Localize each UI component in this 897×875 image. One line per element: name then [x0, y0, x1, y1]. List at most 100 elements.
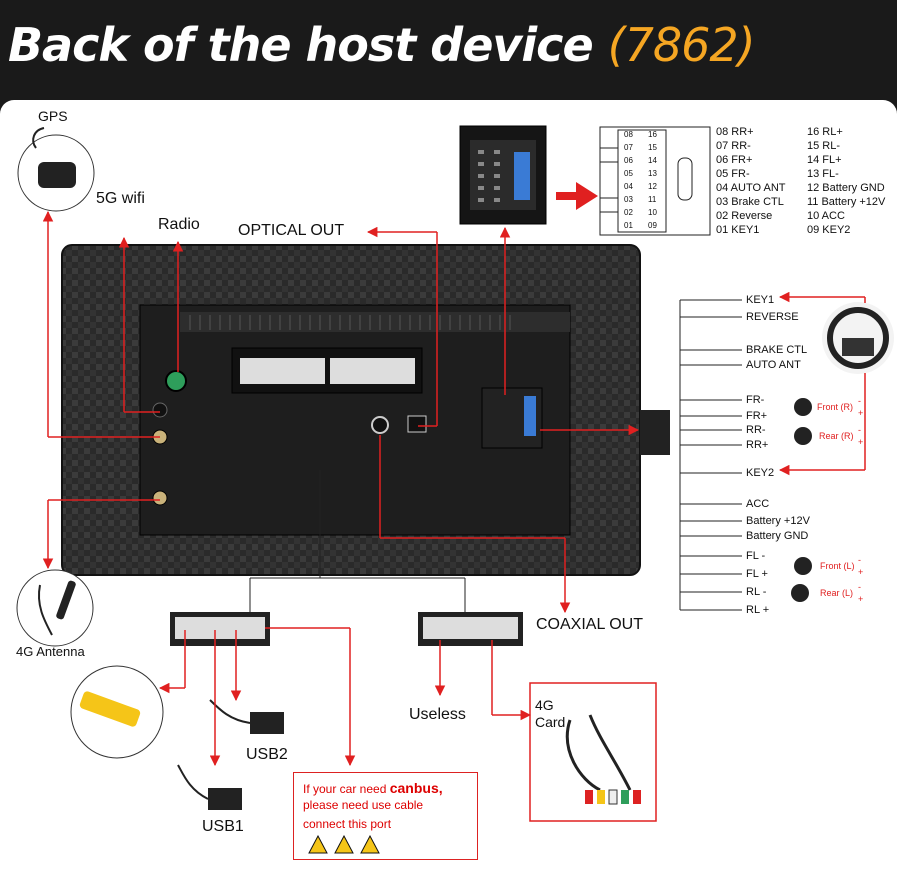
- chip-pin: 13: [648, 169, 657, 178]
- pinout-right: 09 KEY2: [807, 224, 851, 236]
- chip-pin: 14: [648, 156, 657, 165]
- chip-pin: 16: [648, 130, 657, 139]
- harness-label: FL -: [746, 550, 766, 562]
- pinout-left: 08 RR+: [716, 126, 754, 138]
- usb2-label: USB2: [246, 746, 288, 763]
- harness-label: ACC: [746, 498, 770, 510]
- pinout-right: 15 RL-: [807, 140, 841, 152]
- speaker-plus: +: [858, 594, 864, 604]
- speaker-plus: +: [858, 567, 864, 577]
- harness-label: RL +: [746, 604, 770, 616]
- title-model: (7862): [607, 18, 756, 72]
- pinout-left: 02 Reverse: [716, 210, 773, 222]
- pinout-left: 07 RR-: [716, 140, 751, 152]
- title-main: Back of the host device: [8, 18, 594, 72]
- pinout-left: 06 FR+: [716, 154, 753, 166]
- chip-pin: 11: [648, 195, 657, 204]
- chip-pin: 06: [624, 156, 633, 165]
- iso-connector-zoom: [459, 125, 547, 225]
- pinout-left: 05 FR-: [716, 168, 750, 180]
- gps-antenna-icon: [17, 127, 95, 212]
- 4g-card-label-line1: 4G: [535, 697, 554, 713]
- pinout-right: 13 FL-: [807, 168, 839, 180]
- wiring-diagram: [16, 125, 894, 848]
- pinout-right: 12 Battery GND: [807, 182, 885, 194]
- speaker-minus: -: [858, 582, 861, 592]
- pinout-right: 14 FL+: [807, 154, 842, 166]
- gps-label: GPS: [38, 108, 68, 124]
- speaker-minus: -: [858, 396, 861, 406]
- chip-pin: 08: [624, 130, 633, 139]
- chip-pin: 12: [648, 182, 657, 191]
- speaker-minus: -: [858, 555, 861, 565]
- pinout-right: 10 ACC: [807, 210, 845, 222]
- chip-pin: 04: [624, 182, 633, 191]
- harness-label: FR-: [746, 394, 765, 406]
- connection-lines: [42, 210, 866, 767]
- harness-label: Battery +12V: [746, 515, 810, 527]
- canbus-bold-text: canbus,: [389, 780, 443, 796]
- pinout-right: 16 RL+: [807, 126, 843, 138]
- warning-icon: [334, 835, 354, 854]
- useless-label: Useless: [409, 706, 466, 723]
- rca-camera-cable-icon: [70, 665, 164, 759]
- canbus-callout: If your car need canbus, please need use…: [293, 772, 478, 860]
- harness-label: Battery GND: [746, 530, 809, 542]
- speaker-plus: +: [858, 437, 864, 447]
- warning-icon: [308, 835, 328, 854]
- chip-pin: 05: [624, 169, 633, 178]
- usb2-cable-icon: [209, 699, 284, 734]
- pinout-left: 04 AUTO ANT: [716, 182, 786, 194]
- harness-label: RR+: [746, 439, 769, 451]
- chip-pin: 07: [624, 143, 633, 152]
- chip-pin: 03: [624, 195, 633, 204]
- radio-label: Radio: [158, 216, 200, 233]
- pinout-left: 01 KEY1: [716, 224, 760, 236]
- steering-wheel-icon: [822, 302, 894, 374]
- pin-chip: [599, 126, 711, 236]
- harness-label: RL -: [746, 586, 767, 598]
- chip-pin: 09: [648, 221, 657, 230]
- usb-connector-block: [170, 612, 270, 646]
- usb1-label: USB1: [202, 818, 244, 835]
- host-unit: [61, 244, 641, 576]
- canbus-line2: please need use cable: [303, 798, 424, 812]
- coaxial-out-label: COAXIAL OUT: [536, 616, 643, 633]
- 4g-card-harness-icon: [529, 682, 657, 822]
- speaker-rear-right-icon: [794, 427, 812, 445]
- speaker-rear-right-label: Rear (R): [819, 431, 854, 441]
- canbus-line1-text: If your car need: [303, 782, 390, 796]
- harness-label: REVERSE: [746, 311, 799, 323]
- harness-plug: [640, 410, 670, 455]
- optical-out-label: OPTICAL OUT: [238, 222, 345, 239]
- speaker-front-left-label: Front (L): [820, 561, 855, 571]
- harness-label: BRAKE CTL: [746, 344, 808, 356]
- harness-label: FL +: [746, 568, 768, 580]
- harness-wires: [679, 299, 742, 611]
- harness-label: RR-: [746, 424, 766, 436]
- canbus-line3: connect this port: [303, 817, 392, 831]
- zoom-arrow-icon: [556, 182, 598, 210]
- harness-label: FR+: [746, 410, 768, 422]
- speaker-rear-left-label: Rear (L): [820, 588, 854, 598]
- pinout-right: 11 Battery +12V: [807, 196, 886, 208]
- harness-label: KEY2: [746, 467, 775, 479]
- warning-icons: [308, 835, 380, 854]
- pinout-left: 03 Brake CTL: [716, 196, 784, 208]
- speaker-front-left-icon: [794, 557, 812, 575]
- usb1-cable-icon: [177, 764, 242, 810]
- chip-pin: 10: [648, 208, 657, 217]
- speaker-front-right-label: Front (R): [817, 402, 853, 412]
- harness-label: AUTO ANT: [746, 359, 801, 371]
- speaker-front-right-icon: [794, 398, 812, 416]
- wifi-label: 5G wifi: [96, 190, 145, 207]
- speaker-minus: -: [858, 425, 861, 435]
- speaker-rear-left-icon: [791, 584, 809, 602]
- chip-pin: 15: [648, 143, 657, 152]
- 4g-antenna-label: 4G Antenna: [16, 644, 85, 659]
- useless-connector-block: [418, 612, 523, 646]
- chip-pin: 01: [624, 221, 633, 230]
- 4g-card-label-line2: Card: [535, 714, 566, 730]
- page-title: Back of the host device (7862): [8, 18, 756, 72]
- speaker-plus: +: [858, 408, 864, 418]
